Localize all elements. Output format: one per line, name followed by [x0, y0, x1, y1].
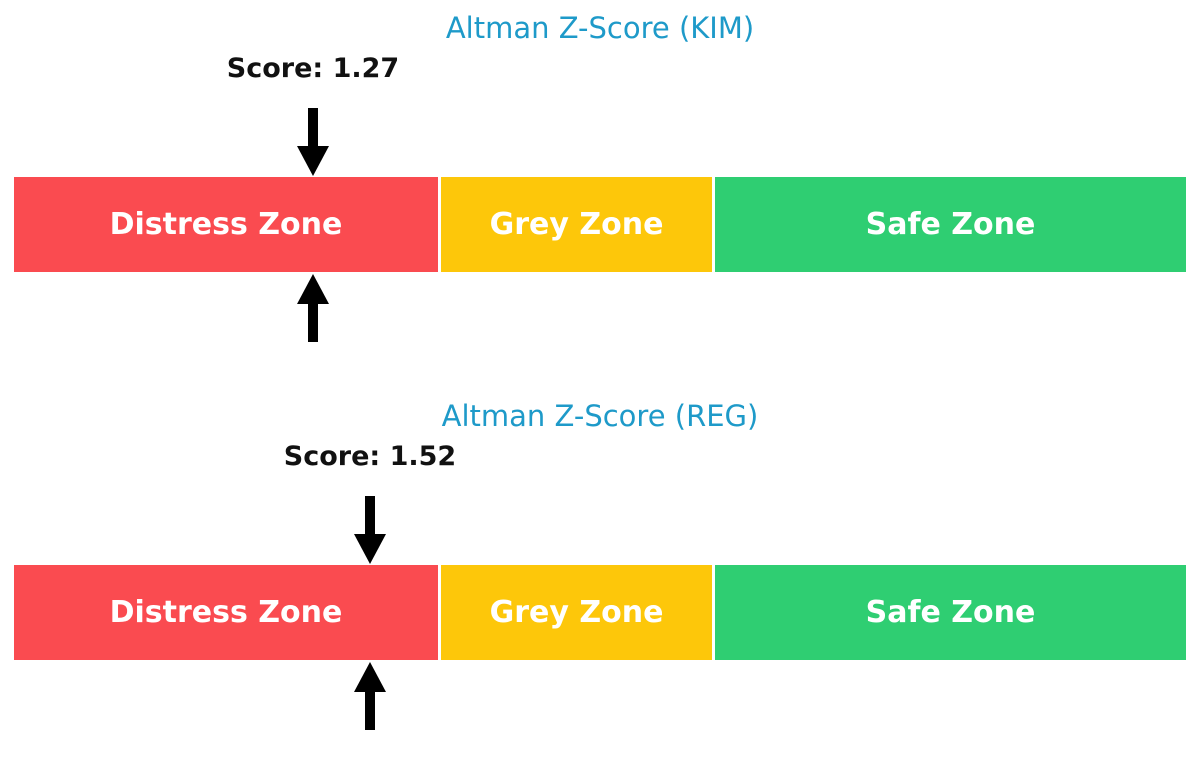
score-label-kim: Score: 1.27 [226, 53, 400, 84]
zone-distress-label: Distress Zone [109, 207, 343, 242]
zone-grey-label: Grey Zone [489, 207, 664, 242]
zone-distress: Distress Zone [14, 177, 438, 272]
zscore-chart-kim: Altman Z-Score (KIM) Score: 1.27 Distres… [0, 11, 1200, 342]
zone-grey-label: Grey Zone [489, 595, 664, 630]
score-label-reg: Score: 1.52 [283, 441, 457, 472]
zone-safe-label: Safe Zone [865, 207, 1036, 242]
zone-safe-label: Safe Zone [865, 595, 1036, 630]
chart-title-reg: Altman Z-Score (REG) [441, 399, 759, 433]
zone-bar-reg: Distress Zone Grey Zone Safe Zone [0, 565, 1200, 660]
down-arrow-icon [354, 496, 386, 564]
zone-distress: Distress Zone [14, 565, 438, 660]
up-arrow-icon [354, 662, 386, 730]
zone-safe: Safe Zone [715, 565, 1186, 660]
zscore-chart-reg: Altman Z-Score (REG) Score: 1.52 Distres… [0, 388, 1200, 774]
zone-grey: Grey Zone [441, 565, 712, 660]
up-arrow-icon [297, 274, 329, 342]
zone-bar-kim: Distress Zone Grey Zone Safe Zone [0, 177, 1200, 272]
zone-grey: Grey Zone [441, 177, 712, 272]
zone-safe: Safe Zone [715, 177, 1186, 272]
down-arrow-icon [297, 108, 329, 176]
chart-title-kim: Altman Z-Score (KIM) [445, 11, 755, 45]
zone-distress-label: Distress Zone [109, 595, 343, 630]
